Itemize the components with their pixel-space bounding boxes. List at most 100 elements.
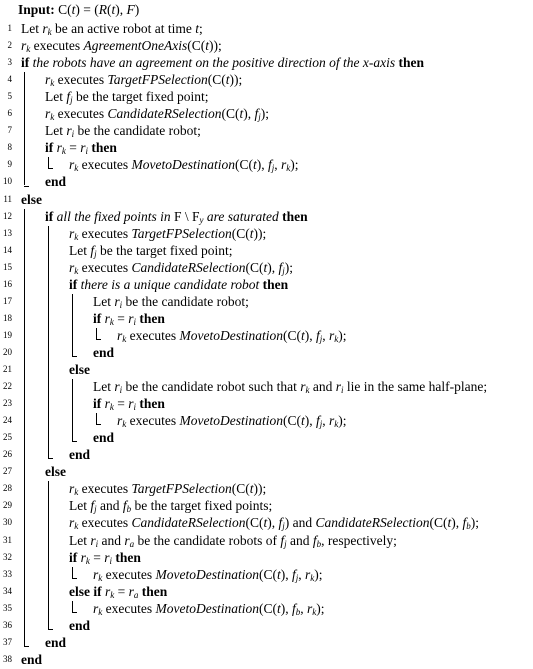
code-text: if rk = ri then [69, 549, 141, 566]
block-guide-line [48, 225, 49, 459]
line-number: 33 [3, 568, 12, 579]
line-number: 8 [7, 142, 13, 153]
code-text: end [69, 447, 91, 463]
line-number: 38 [3, 653, 12, 664]
code-text: end [69, 617, 91, 633]
line-number: 35 [3, 602, 12, 613]
code-text: end [21, 651, 43, 667]
line-number: 13 [3, 227, 12, 238]
code-text: rk executes TargetFPSelection(C(t)); [45, 72, 243, 89]
line-number: 10 [3, 176, 12, 187]
block-guide-line [72, 293, 73, 356]
code-text: Let fj be the target fixed point; [69, 242, 233, 259]
line-number: 27 [3, 466, 12, 477]
code-text: if rk = ri then [93, 396, 165, 413]
line-number: 9 [7, 159, 13, 170]
block-guide-line [96, 413, 97, 425]
code-text: if all the fixed points in F \ Fy are sa… [45, 208, 308, 225]
block-guide-hook [24, 185, 29, 187]
line-number: 15 [3, 261, 12, 272]
code-text: rk executes CandidateRSelection(C(t), fj… [69, 259, 294, 276]
block-guide-hook [48, 168, 53, 170]
line-number: 25 [3, 432, 12, 443]
line-number: 12 [3, 210, 12, 221]
code-text: rk executes MovetoDestination(C(t), fj, … [117, 327, 347, 344]
block-guide-hook [96, 338, 101, 340]
code-text: rk executes MovetoDestination(C(t), fj, … [117, 413, 347, 430]
line-number: 6 [7, 108, 13, 119]
line-number: 1 [7, 23, 13, 33]
block-guide-hook [48, 628, 53, 630]
code-text: rk executes CandidateRSelection(C(t), fj… [45, 106, 270, 123]
line-number: 36 [3, 619, 12, 630]
block-guide-line [96, 327, 97, 339]
line-number: 5 [7, 91, 13, 102]
code-text: rk executes MovetoDestination(C(t), fb, … [93, 600, 325, 617]
line-number: 3 [7, 57, 13, 68]
line-number: 24 [3, 415, 12, 426]
code-text: else [21, 191, 42, 207]
line-number: 17 [3, 295, 12, 306]
code-text: Let fj be the target fixed point; [45, 89, 209, 106]
code-text: rk executes CandidateRSelection(C(t), fj… [69, 515, 480, 532]
code-text: else [69, 362, 90, 377]
line-number: 30 [3, 517, 12, 528]
block-guide-line [72, 566, 73, 578]
code-text: rk executes MovetoDestination(C(t), fj, … [69, 157, 299, 174]
line-number: 32 [3, 551, 12, 562]
code-text: if rk = ri then [93, 310, 165, 327]
line-number: 28 [3, 483, 12, 494]
line-number: 14 [3, 244, 12, 255]
line-number: 31 [3, 534, 12, 545]
code-text: end [45, 634, 67, 650]
code-text: Let ri be the candidate robot such that … [93, 379, 488, 396]
code-text: Let rk be an active robot at time t; [21, 21, 203, 37]
code-text: Let ri be the candidate robot; [45, 123, 201, 140]
line-number: 19 [3, 329, 12, 340]
code-text: if there is a unique candidate robot the… [69, 276, 289, 292]
code-text: end [45, 174, 67, 190]
line-number: 16 [3, 278, 12, 289]
block-guide-line [48, 481, 49, 629]
block-guide-hook [72, 441, 77, 443]
code-text: Let fj and fb be the target fixed points… [69, 498, 273, 515]
block-guide-hook [24, 645, 29, 647]
code-text: rk executes TargetFPSelection(C(t)); [69, 225, 267, 242]
algorithm-block: Input: C(t) = (R(t), F) 1 Let rk be an ac… [3, 2, 488, 667]
line-number: 18 [3, 312, 12, 323]
code-text: else [45, 464, 66, 480]
block-guide-line [24, 72, 25, 186]
line-number: 26 [3, 449, 12, 460]
block-guide-hook [72, 611, 77, 613]
code-text: else if rk = ra then [69, 583, 168, 600]
code-text: rk executes MovetoDestination(C(t), fj, … [93, 566, 323, 583]
code-text: if rk = ri then [45, 140, 117, 157]
line-number: 23 [3, 398, 12, 409]
line-number: 37 [3, 636, 12, 647]
block-guide-hook [96, 424, 101, 426]
code-text: rk executes AgreementOneAxis(C(t)); [21, 38, 222, 55]
code-text: if the robots have an agreement on the p… [21, 55, 425, 71]
line-number: 2 [7, 40, 13, 51]
line-number: 4 [7, 74, 13, 85]
line-number: 34 [3, 585, 12, 596]
line-number: 20 [3, 346, 12, 357]
block-guide-line [24, 208, 25, 646]
block-guide-line [48, 157, 49, 169]
code-text: Let ri be the candidate robot; [93, 293, 249, 310]
line-number: 21 [3, 364, 12, 374]
line-number: 22 [3, 381, 12, 392]
line-number: 29 [3, 500, 12, 511]
code-text: Let ri and ra be the candidate robots of… [69, 532, 397, 549]
line-number: 11 [3, 193, 12, 204]
code-text: end [93, 430, 115, 446]
line-number: 7 [7, 125, 13, 136]
block-guide-line [72, 600, 73, 612]
code-text: end [93, 344, 115, 360]
block-guide-line [72, 379, 73, 442]
code-text: rk executes TargetFPSelection(C(t)); [69, 481, 267, 498]
block-guide-hook [72, 356, 77, 357]
block-guide-hook [48, 458, 53, 460]
algorithm-input: Input: C(t) = (R(t), F) [18, 2, 140, 17]
block-guide-hook [72, 577, 77, 579]
